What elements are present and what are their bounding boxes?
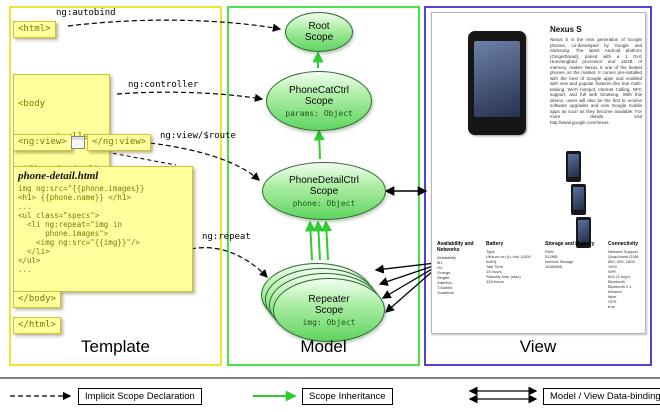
legend-implicit-scope-declaration: Implicit Scope Declaration: [78, 388, 202, 405]
ngview-close-tag: </ng:view>: [87, 134, 152, 151]
legend-scope-inheritance: Scope Inheritance: [302, 388, 393, 405]
root-scope: Root Scope: [285, 12, 353, 52]
ngview-open-label: <ng:view>: [18, 137, 67, 147]
spec-row: T-Mobile,: [437, 285, 454, 290]
phone-main-image: [468, 31, 526, 135]
spec-row: Bluetooth 2.1: [608, 284, 632, 289]
code-line: </ul>: [18, 256, 41, 265]
phonecat-scope-title: PhoneCatCtrl: [288, 84, 350, 96]
root-scope-title: Root: [308, 21, 330, 32]
body-close-label: </body>: [18, 294, 56, 304]
phonedetail-scope-subtitle: Scope: [309, 185, 339, 197]
spec-row: StarHub,: [437, 280, 453, 285]
spec-header-connectivity: Connectivity: [608, 241, 639, 247]
spec-row: O2,: [437, 265, 444, 270]
html-close-tag: </html>: [13, 317, 61, 334]
repeater-scope-prop: img: Object: [302, 317, 356, 327]
window-icon: [71, 136, 85, 149]
phonecat-scope-prop: params: Object: [285, 108, 353, 118]
spec-row: 512MB: [545, 254, 558, 259]
code-lines: img ng:src="{{phone.images}}<h1> {{phone…: [18, 184, 188, 274]
spec-row: Standby time (max): [486, 274, 521, 279]
template-column-label: Template: [81, 337, 150, 356]
phone-thumbnail-1[interactable]: [566, 151, 581, 182]
spec-row: 428 hours: [486, 279, 504, 284]
html-open-label: <html>: [18, 24, 51, 34]
phone-description: Nexus S is the next generation of Google…: [550, 37, 642, 125]
ng-repeat-label: ng:repeat: [202, 232, 251, 242]
spec-row: true: [608, 304, 615, 309]
spec-row: Lithium Ion (Li-Ion) (1500 mAH): [486, 254, 531, 264]
ngview-open-tag: <ng:view>: [13, 134, 72, 151]
template-panel: [9, 6, 222, 366]
phone-detail-template-box: phone-detail.html img ng:src="{{phone.im…: [13, 166, 193, 292]
spec-row: Talk Time: [486, 264, 503, 269]
phonedetail-scope-prop: phone: Object: [292, 198, 356, 208]
spec-row: Orange,: [437, 270, 452, 275]
phone-name-heading: Nexus S: [550, 25, 582, 34]
phone-thumbnail-1-screen: [568, 154, 579, 177]
spec-row: RAM: [545, 249, 554, 254]
phone-thumbnail-3-screen: [578, 220, 589, 243]
phonedetail-scope-title: PhoneDetailCtrl: [288, 174, 360, 186]
spec-row: Network Support: [608, 249, 638, 254]
body-open-line1: <body: [18, 99, 46, 109]
phone-thumbnail-2-screen: [573, 187, 584, 210]
spec-row: 802.11 b/g/n: [608, 274, 630, 279]
repeater-scope-subtitle: Scope: [314, 304, 344, 316]
spec-row: Internal Storage: [545, 259, 574, 264]
code-line: ...: [18, 202, 32, 211]
ng-view-route-label: ng:view/$route: [160, 131, 236, 141]
repeater-scope: Repeater Scope img: Object: [273, 278, 385, 342]
code-line: ...: [18, 265, 32, 274]
phone-main-screen: [474, 41, 520, 117]
code-line: <h1> {{phone.name}} </h1>: [18, 193, 131, 202]
view-column-label: View: [519, 337, 557, 356]
spec-row: Bluetooth: [608, 279, 625, 284]
rendered-phone-detail-page: Nexus S Nexus S is the next generation o…: [431, 12, 646, 334]
code-line: <ul class="specs">: [18, 211, 100, 220]
html-close-label: </html>: [18, 320, 56, 330]
code-line: phone.images">: [18, 229, 109, 238]
code-line: <img ng:src="{{img}}"/>: [18, 238, 140, 247]
phonedetailctrl-scope: PhoneDetailCtrl Scope phone: Object: [262, 162, 386, 220]
spec-row: Type: [486, 249, 495, 254]
spec-row: Infrared: [608, 289, 622, 294]
spec-header-battery: Battery: [486, 241, 504, 247]
code-line: <li ng:repeat="img in: [18, 220, 122, 229]
phonecat-scope-subtitle: Scope: [304, 95, 334, 107]
spec-row: Quad-band GSM: 850, 900, 1800, 1900: [608, 254, 640, 269]
body-close-tag: </body>: [13, 291, 61, 308]
spec-row: false: [608, 294, 617, 299]
phonecatctrl-scope: PhoneCatCtrl Scope params: Object: [266, 71, 372, 131]
spec-row: Availability: [437, 255, 456, 260]
spec-row: Singtel,: [437, 275, 451, 280]
code-title: phone-detail.html: [18, 170, 99, 182]
code-line: </li>: [18, 247, 50, 256]
spec-header-availability: Availability and Networks: [437, 241, 474, 253]
spec-row: WiFi: [608, 269, 616, 274]
ngview-close-label: </ng:view>: [92, 137, 147, 147]
spec-header-storage: Storage and Memory: [545, 241, 595, 247]
ng-autobind-label: ng:autobind: [56, 8, 116, 18]
phone-thumbnail-3[interactable]: [576, 217, 591, 248]
model-column-label: Model: [300, 337, 347, 356]
legend-model-view-data-binding: Model / View Data-binding: [543, 388, 660, 405]
root-scope-subtitle: Scope: [304, 32, 334, 43]
ng-controller-label: ng:controller: [128, 80, 199, 90]
repeater-scope-title: Repeater: [308, 293, 350, 305]
spec-row: 16384MB: [545, 264, 563, 269]
code-line: img ng:src="{{phone.images}}: [18, 184, 145, 193]
html-open-tag: <html>: [13, 21, 56, 38]
phone-thumbnail-2[interactable]: [571, 184, 586, 215]
spec-row: 14 hours: [486, 269, 502, 274]
spec-row: M1,: [437, 260, 444, 265]
spec-row: Vodafone: [437, 290, 454, 295]
spec-row: GPS: [608, 299, 617, 304]
